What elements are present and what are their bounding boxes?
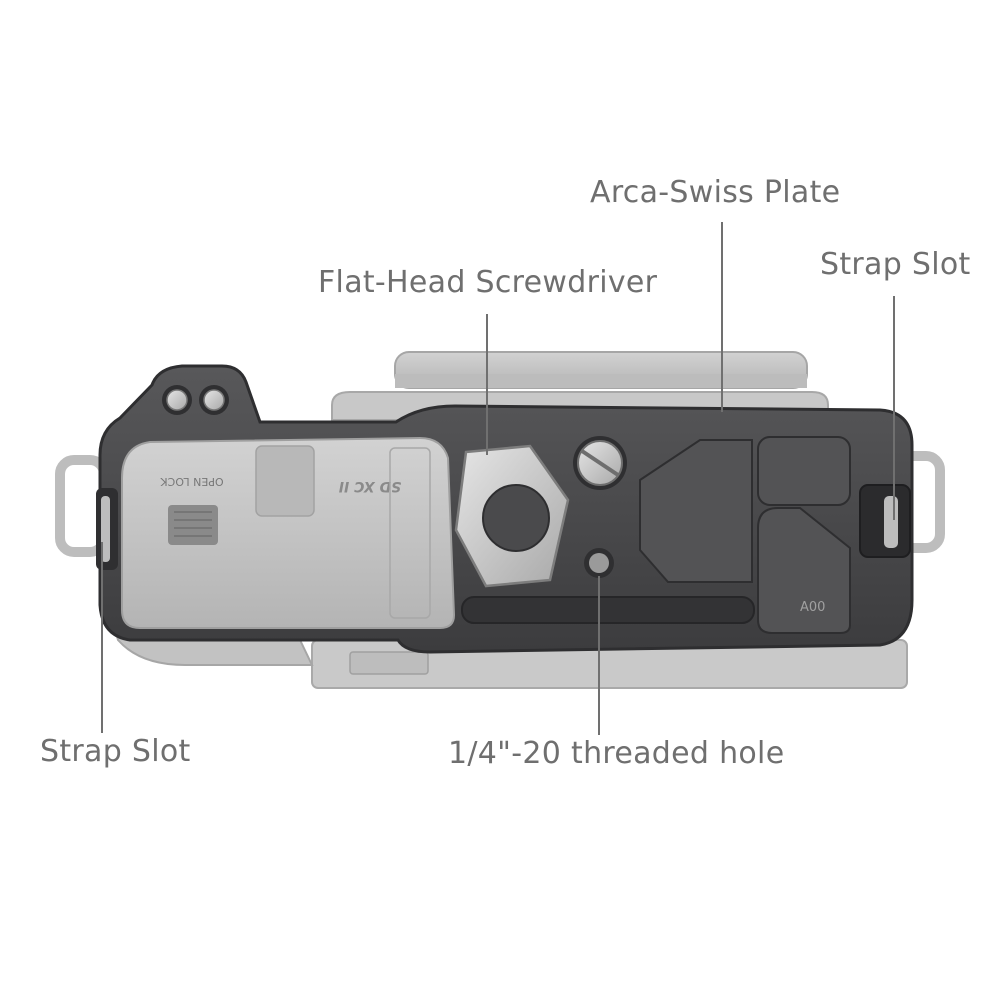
callout-strap-slot-right: Strap Slot <box>820 247 971 282</box>
plate-pad-bottom-right <box>757 507 851 634</box>
arca-swiss-plate: A00 <box>454 436 851 634</box>
strap-slot-left <box>96 488 118 570</box>
door-hinge-edge <box>389 447 431 619</box>
rail-groove <box>461 596 755 624</box>
callout-arca-swiss-plate: Arca-Swiss Plate <box>590 175 841 210</box>
battery-door: OPEN LOCK SD XC II <box>121 436 456 629</box>
callout-flat-head-screwdriver: Flat-Head Screwdriver <box>318 265 658 300</box>
callout-threaded-hole: 1/4"-20 threaded hole <box>448 736 785 771</box>
camera-port <box>349 651 429 675</box>
battery-door-panel <box>121 436 456 629</box>
door-latch-recess <box>255 445 315 517</box>
plate-code-text: A00 <box>800 600 825 615</box>
strap-slot-right <box>859 484 911 558</box>
door-lock-slider <box>168 505 218 545</box>
door-open-lock-text: OPEN LOCK <box>160 475 224 488</box>
callout-strap-slot-left: Strap Slot <box>40 734 191 769</box>
mount-screw-slot <box>580 449 620 477</box>
threaded-hole <box>589 553 609 573</box>
plate-pad-top-right <box>757 436 851 506</box>
door-lock-grip <box>174 511 212 537</box>
screwdriver-center-hole <box>482 484 550 552</box>
door-card-text: SD XC II <box>339 478 401 494</box>
plate-pad-left <box>639 439 753 583</box>
cage-screw <box>166 389 188 411</box>
lens-mount-ring-edge <box>395 374 807 388</box>
cage-screw <box>203 389 225 411</box>
callout-lines <box>101 222 895 735</box>
